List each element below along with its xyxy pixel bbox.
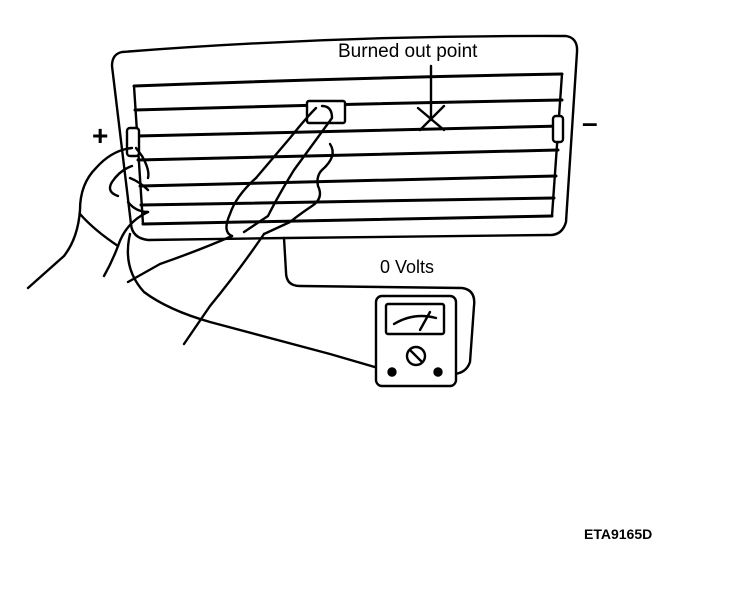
voltage-reading-label: 0 Volts (380, 257, 435, 277)
positive-terminal-connector (125, 126, 141, 158)
left-probe-tip (134, 146, 150, 180)
defogger-grid-lines (132, 72, 564, 226)
right-hand-wrist (126, 234, 234, 284)
right-hand-knuckles (262, 142, 334, 236)
burned-out-point-label: Burned out point (338, 41, 478, 62)
right-hand-index-finger (242, 104, 334, 234)
negative-test-lead (282, 236, 476, 376)
negative-terminal-connector (551, 114, 565, 144)
figure-code-label: ETA9165D (584, 526, 653, 542)
left-hand-cuff (78, 212, 120, 248)
right-hand-forearm (182, 232, 266, 346)
positive-terminal-label: + (92, 120, 109, 151)
right-hand-finger-top (254, 106, 318, 180)
rear-window-outline (110, 34, 579, 242)
negative-terminal-label: – (582, 107, 598, 138)
right-hand-thumb (225, 176, 258, 238)
left-hand-outline (26, 146, 134, 290)
analog-voltmeter-icon (374, 294, 458, 388)
positive-test-lead (126, 232, 394, 374)
left-hand-lower (102, 210, 150, 278)
test-foil-pad (305, 99, 347, 125)
right-bus-bar (550, 72, 564, 218)
